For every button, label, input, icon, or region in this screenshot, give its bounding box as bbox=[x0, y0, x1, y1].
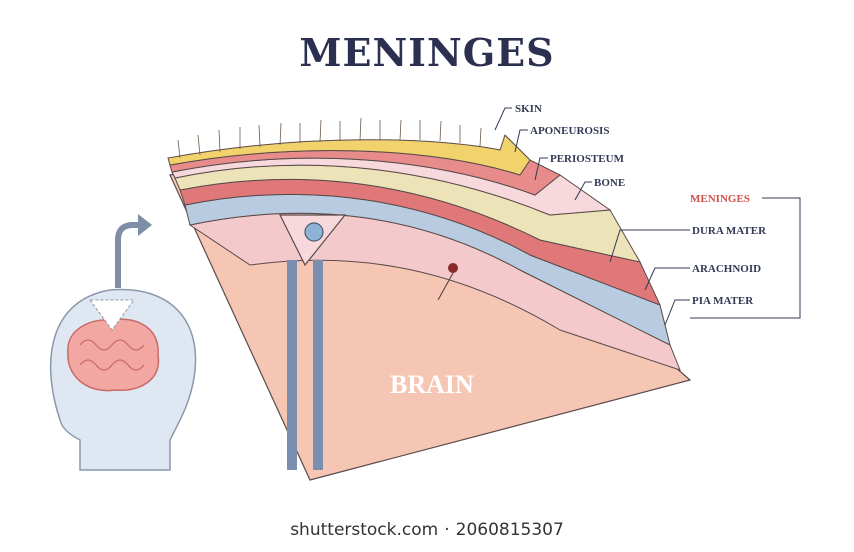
footer-site: shutterstock.com bbox=[290, 520, 439, 540]
arrow-icon bbox=[115, 214, 152, 288]
label-arachnoid: ARACHNOID bbox=[692, 263, 761, 275]
label-brain: BRAIN bbox=[390, 370, 474, 399]
label-aponeurosis: APONEUROSIS bbox=[530, 125, 609, 137]
label-leaders bbox=[494, 107, 801, 326]
label-meninges: MENINGES bbox=[690, 193, 750, 205]
cross-section bbox=[167, 117, 692, 481]
diagram-title: MENINGES bbox=[299, 30, 555, 75]
label-skin: SKIN bbox=[515, 103, 542, 115]
label-periosteum: PERIOSTEUM bbox=[550, 153, 625, 165]
label-bone: BONE bbox=[594, 177, 625, 189]
footer-id: 2060815307 bbox=[455, 520, 564, 540]
label-pia-mater: PIA MATER bbox=[692, 295, 754, 307]
label-dura-mater: DURA MATER bbox=[692, 225, 767, 237]
brain-icon bbox=[67, 318, 160, 392]
head-icon bbox=[49, 288, 197, 471]
watermark-footer: shutterstock.com·2060815307 bbox=[0, 520, 854, 540]
sinus-icon bbox=[304, 222, 324, 242]
footer-separator: · bbox=[444, 520, 450, 540]
